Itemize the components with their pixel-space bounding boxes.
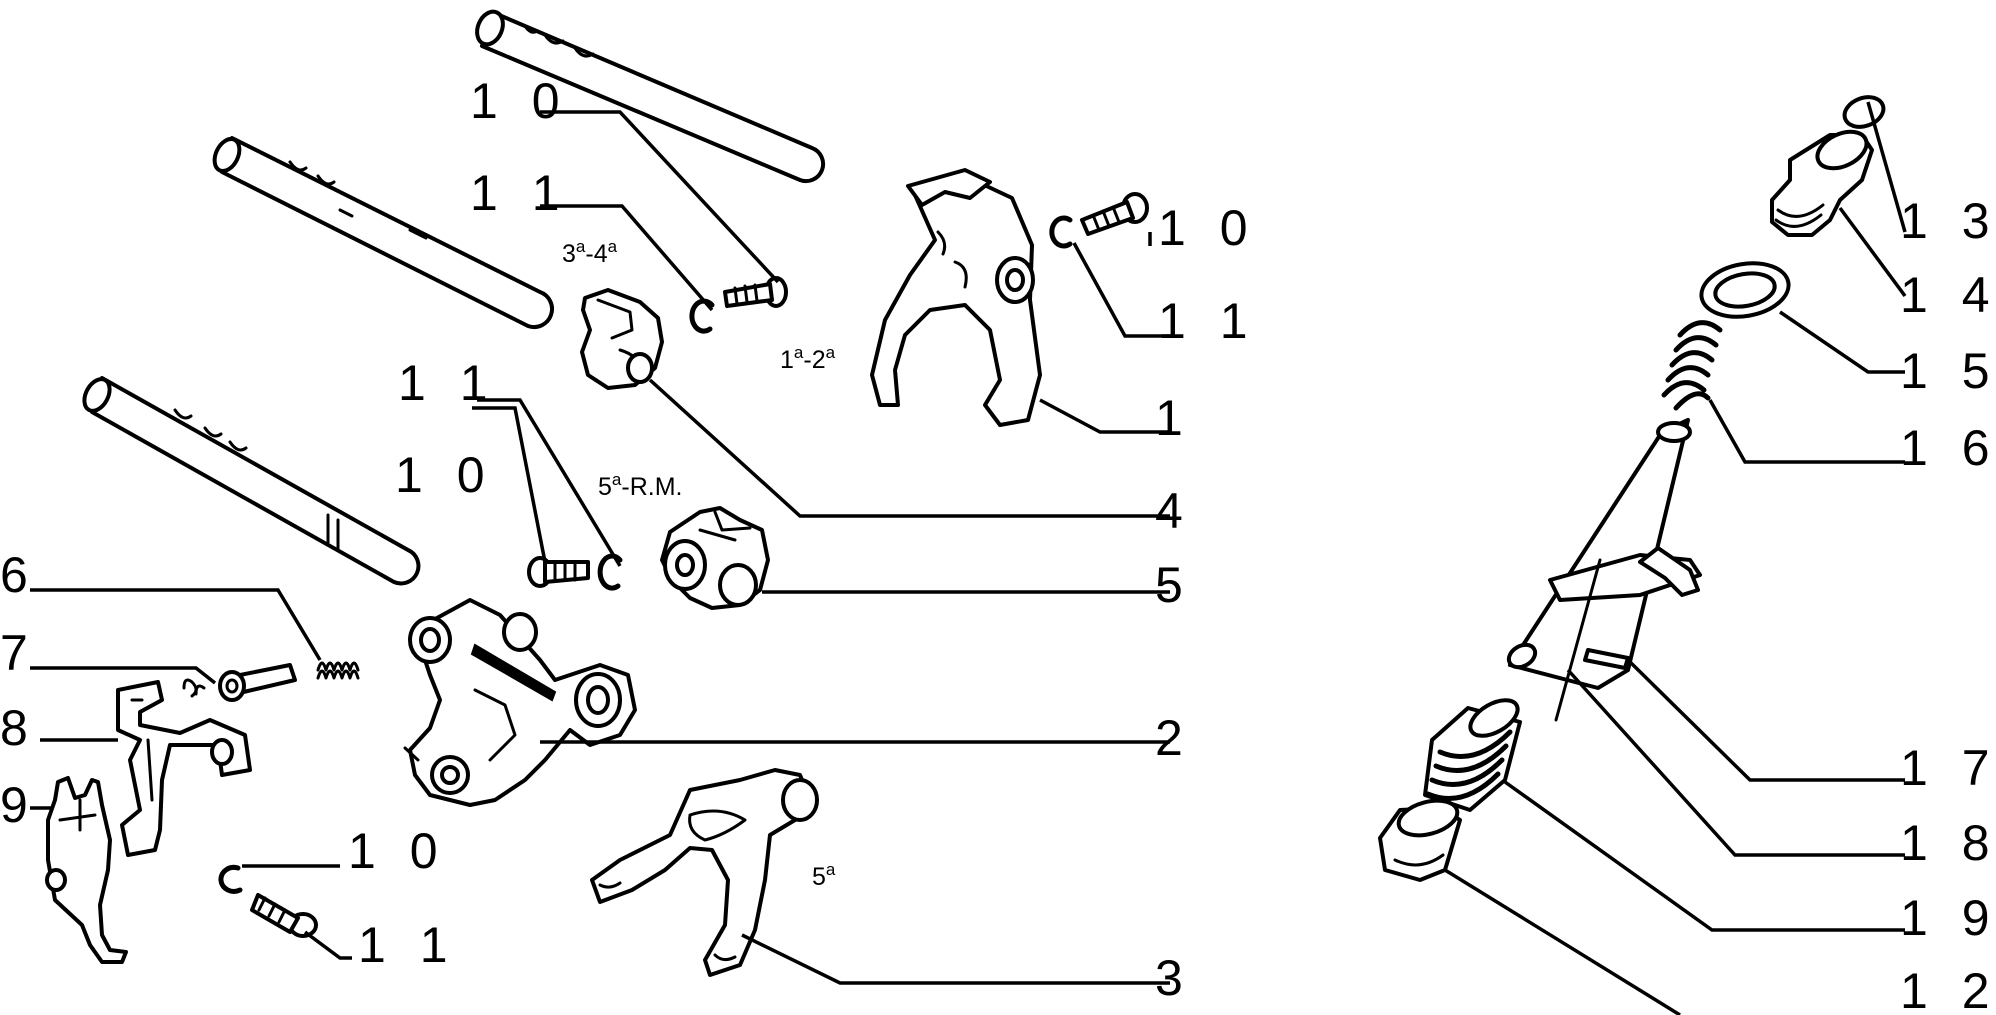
callout-5: 5 — [1155, 557, 1193, 613]
callout-1: 1 — [1155, 390, 1193, 446]
interlock-plate-8 — [116, 680, 252, 857]
callout-10-right: 1 0 — [1158, 200, 1258, 256]
washer-15 — [1699, 261, 1791, 319]
plunger-7 — [182, 663, 297, 702]
callout-15: 1 5 — [1900, 343, 1996, 399]
callout-6: 6 — [0, 547, 38, 603]
screw-11-bottom — [250, 893, 318, 938]
shift-fork-1 — [870, 168, 1042, 427]
callout-10-top: 1 0 — [470, 73, 570, 129]
bush-12 — [1378, 798, 1462, 882]
gear-label-5: 5a — [812, 860, 836, 891]
leader-lines — [30, 101, 1907, 1015]
circlip-10-bottom — [218, 864, 243, 894]
gear-label-3-4: 3a-4a — [562, 237, 618, 268]
callout-10-middle: 1 0 — [395, 447, 495, 503]
callout-16: 1 6 — [1900, 420, 1996, 476]
selector-bracket-2 — [403, 598, 637, 807]
callout-18: 1 8 — [1900, 815, 1996, 871]
callout-labels: 1 0 1 1 1 0 1 1 1 4 1 1 1 0 5 2 3 6 7 8 … — [0, 73, 1996, 1015]
callout-11-top: 1 1 — [470, 165, 570, 221]
selector-rod-bottom — [82, 376, 421, 586]
callout-7: 7 — [0, 625, 38, 681]
callout-17: 1 7 — [1900, 740, 1996, 796]
callout-2: 2 — [1155, 710, 1193, 766]
callout-3: 3 — [1155, 950, 1193, 1006]
spring-16 — [1661, 320, 1723, 411]
callout-19: 1 9 — [1900, 890, 1996, 946]
callout-13: 1 3 — [1900, 193, 1996, 249]
screw-10-top — [723, 276, 788, 308]
spring-19 — [1423, 698, 1522, 812]
circlip-11-right — [1049, 215, 1073, 249]
callout-9: 9 — [0, 777, 38, 833]
callout-14: 1 4 — [1900, 267, 1996, 323]
callout-11-right: 1 1 — [1158, 293, 1258, 349]
selector-rod-middle — [212, 136, 554, 330]
screw-10-middle — [527, 556, 590, 588]
callout-11-middle: 1 1 — [398, 355, 498, 411]
spring-6 — [316, 661, 360, 680]
selector-dog-4 — [580, 288, 664, 390]
gear-label-1-2: 1a-2a — [780, 343, 836, 374]
oring-13 — [1842, 95, 1886, 129]
plug-14 — [1770, 129, 1874, 237]
callout-8: 8 — [0, 700, 38, 756]
screw-10-right — [1080, 192, 1149, 236]
callout-12: 1 2 — [1900, 963, 1996, 1015]
shift-shaft-18 — [1506, 418, 1702, 722]
shift-fork-3 — [590, 768, 819, 977]
lever-plate-9 — [45, 776, 128, 964]
callout-11-bottom: 1 1 — [358, 917, 458, 973]
pin-17 — [1583, 648, 1630, 670]
callout-4: 4 — [1155, 483, 1193, 539]
callout-10-bottom: 1 0 — [348, 823, 448, 879]
gear-labels: 3a-4a 1a-2a 5a-R.M. 5a — [562, 237, 836, 891]
selector-dog-5 — [660, 506, 770, 610]
selector-rod-top — [475, 9, 826, 184]
gear-label-5-rm: 5a-R.M. — [598, 470, 682, 501]
